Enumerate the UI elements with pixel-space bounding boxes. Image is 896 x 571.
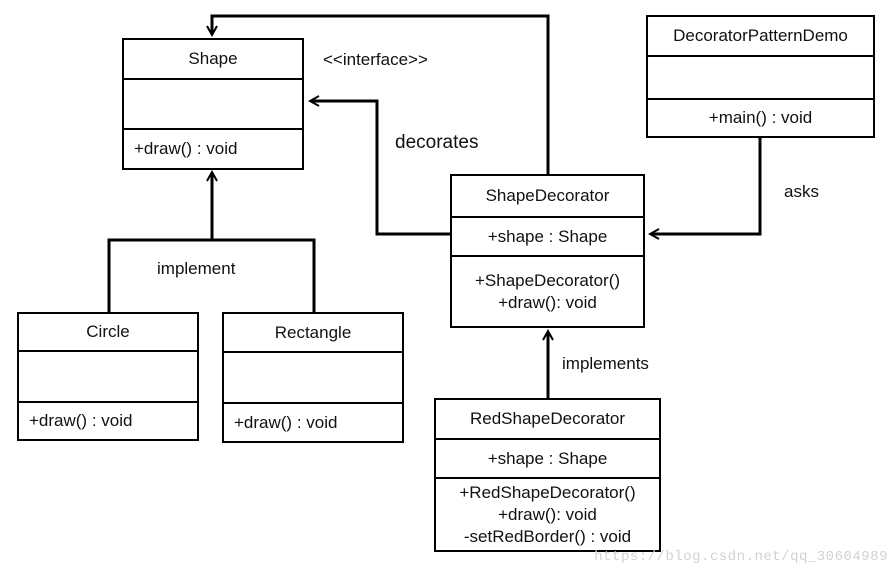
shape-decorator-top-connector: [212, 14, 550, 174]
demo-name: DecoratorPatternDemo: [673, 26, 848, 45]
red-shape-decorator-set-border-method: -setRedBorder() : void: [463, 526, 632, 546]
interface-stereotype-label: <<interface>>: [323, 50, 428, 69]
circle-name: Circle: [86, 322, 130, 341]
circle-method: +draw() : void: [19, 401, 197, 439]
shape-decorator-name: ShapeDecorator: [485, 186, 610, 205]
shape-decorator-field: +shape : Shape: [452, 216, 643, 255]
demo-attributes: [648, 55, 873, 98]
circle-attributes: [19, 350, 197, 401]
shape-decorator-methods: +ShapeDecorator() +draw(): void: [452, 255, 643, 326]
source-watermark: https://blog.csdn.net/qq_30604989: [594, 549, 888, 565]
rectangle-method: +draw() : void: [224, 402, 402, 441]
shape-method: +draw() : void: [124, 128, 302, 168]
implements-label: implements: [562, 354, 649, 373]
asks-connector: [651, 138, 762, 234]
shape-name: Shape: [188, 49, 238, 68]
circle-class: Circle +draw() : void: [17, 312, 199, 441]
red-shape-decorator-methods: +RedShapeDecorator() +draw(): void -setR…: [436, 477, 659, 550]
shape-class: Shape +draw() : void: [122, 38, 304, 170]
rectangle-name: Rectangle: [274, 322, 352, 342]
red-shape-decorator-field: +shape : Shape: [436, 438, 659, 477]
red-shape-decorator-name: RedShapeDecorator: [470, 409, 625, 428]
asks-label: asks: [784, 182, 819, 201]
red-shape-decorator-draw-method: +draw(): void: [498, 504, 597, 524]
demo-method: +main() : void: [648, 98, 873, 136]
shape-attributes: [124, 78, 302, 128]
implement-shape-connector: [107, 173, 316, 312]
red-shape-decorator-class: RedShapeDecorator +shape : Shape +RedSha…: [434, 398, 661, 552]
red-shape-decorator-constructor: +RedShapeDecorator(): [459, 482, 636, 502]
shape-decorator-class: ShapeDecorator +shape : Shape +ShapeDeco…: [450, 174, 645, 328]
shape-decorator-draw-method: +draw(): void: [498, 292, 597, 312]
shape-decorator-constructor: +ShapeDecorator(): [474, 270, 621, 290]
decorates-label: decorates: [395, 132, 479, 153]
decorates-connector: [311, 101, 450, 236]
rectangle-attributes: [224, 351, 402, 402]
rectangle-class: Rectangle +draw() : void: [222, 312, 404, 443]
implement-label: implement: [157, 259, 236, 278]
decorator-pattern-demo-class: DecoratorPatternDemo +main() : void: [646, 15, 875, 138]
